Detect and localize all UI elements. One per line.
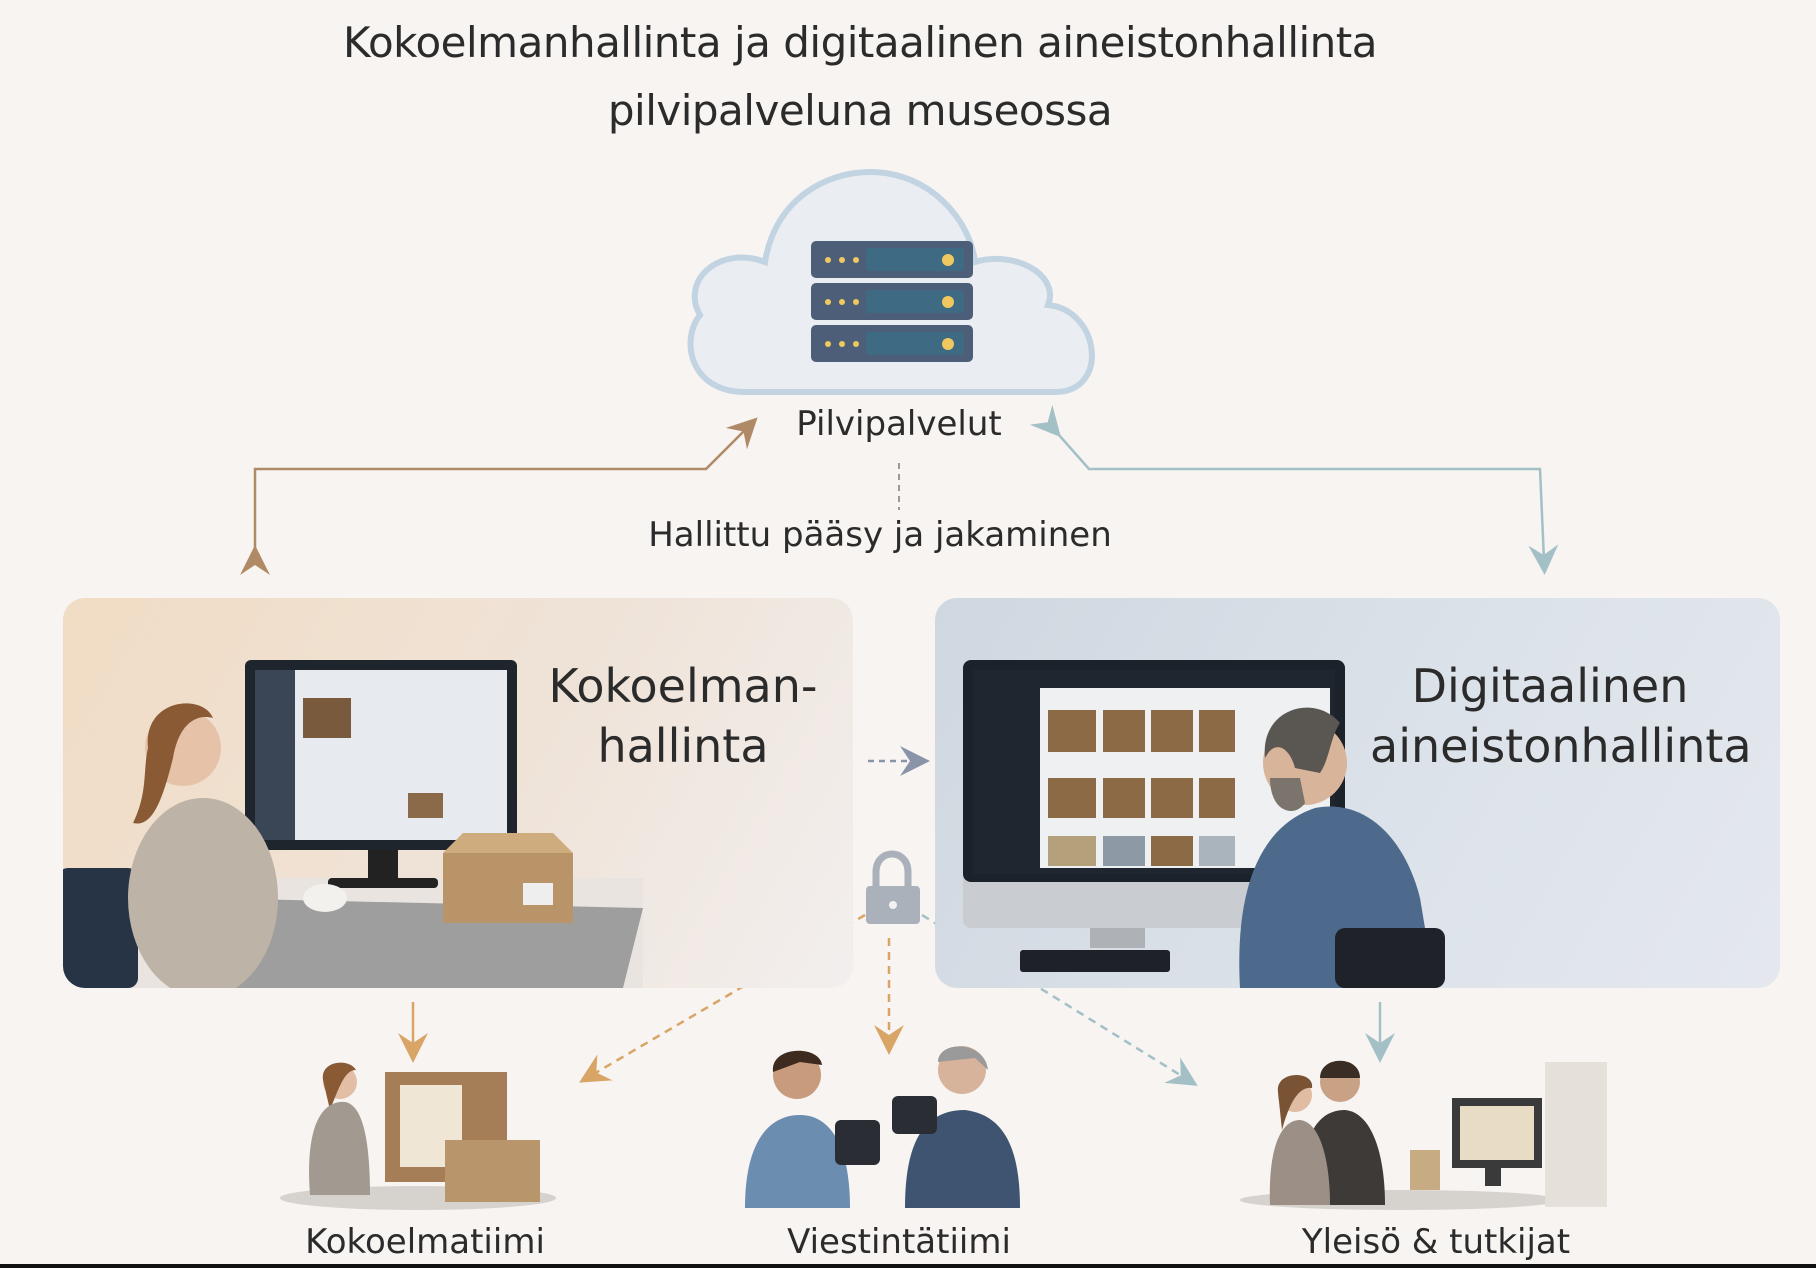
curator-at-computer-illustration (63, 660, 643, 988)
panel-title-collection: Kokoelman- hallinta (533, 656, 833, 776)
panel-title-digital: Digitaalinen aineistonhallinta (1370, 656, 1752, 776)
editor-at-computer-illustration (963, 660, 1445, 988)
cloud-icon (687, 168, 1095, 395)
cloud-label: Pilvipalvelut (796, 404, 1002, 444)
arrow-left-cloud (240, 417, 758, 575)
access-label: Hallittu pääsy ja jakaminen (648, 515, 1112, 555)
page-title: Kokoelmanhallinta ja digitaalinen aineis… (343, 18, 1378, 67)
panel-title-line2: aineistonhallinta (1370, 719, 1752, 773)
team-label-collection: Kokoelmatiimi (305, 1222, 545, 1262)
team-label-public: Yleisö & tutkijat (1301, 1222, 1571, 1262)
bottom-border (0, 1264, 1816, 1268)
server-stack-icon (811, 241, 973, 362)
panel-title-line2: hallinta (597, 719, 769, 773)
arrow-right-cloud (1029, 404, 1559, 575)
panel-title-line1: Digitaalinen (1411, 659, 1689, 713)
team-label-communications: Viestintätiimi (787, 1222, 1011, 1262)
panel-title-line1: Kokoelman- (548, 659, 818, 713)
page-subtitle: pilvipalveluna museossa (607, 86, 1113, 135)
digital-asset-management-panel: Digitaalinen aineistonhallinta (935, 598, 1780, 988)
collection-management-panel: Kokoelman- hallinta (63, 598, 853, 988)
